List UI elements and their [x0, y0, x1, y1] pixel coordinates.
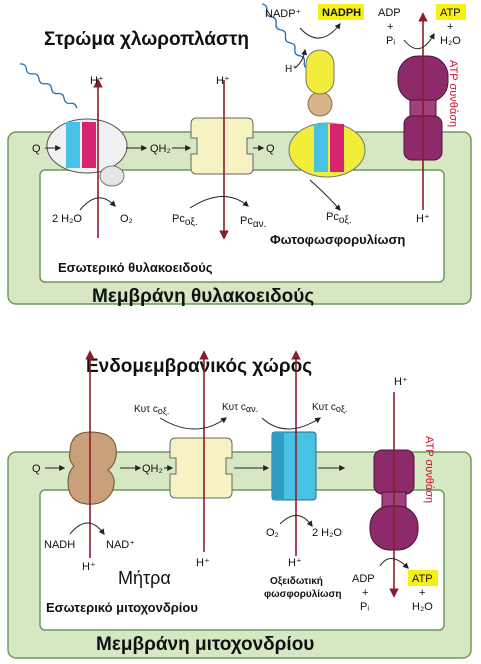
o2-label: O₂	[120, 213, 133, 225]
water-split-arrow	[79, 197, 116, 211]
h-plus-top-small: H⁺	[285, 64, 298, 75]
adp-atp-arrow	[403, 32, 435, 50]
pc-arrow-2	[309, 179, 341, 211]
intermembrane-title: Ενδομεμβρανικός χώρος	[86, 356, 312, 377]
cyt-c-ox-1: Κυτ cοξ.	[134, 404, 169, 416]
mito-adp: ADP	[352, 573, 375, 585]
cyt-arrow-1	[159, 417, 227, 430]
nadp-plus-label: NADP⁺	[265, 8, 302, 20]
q-right: Q	[266, 143, 275, 155]
qh2-label: QH₂	[150, 143, 171, 155]
mito-h2o: H₂O	[412, 601, 433, 613]
mito-atp-arrow	[379, 558, 409, 569]
complex-iv-shade	[272, 432, 284, 500]
thylakoid-membrane-label: Μεμβράνη θυλακοειδούς	[92, 286, 314, 307]
mito-plus-2: +	[419, 587, 425, 599]
complex-i	[67, 431, 117, 505]
complex-iii	[169, 437, 233, 499]
nad-plus-label: NAD⁺	[106, 539, 135, 551]
photosystem-ii-cyan-band	[66, 122, 80, 168]
nadh-label: NADH	[44, 539, 75, 551]
chloroplast-panel: Στρώμα χλωροπλάστη NADP⁺ NADPH H⁺ ADP + …	[7, 3, 472, 307]
nadp-arrow	[299, 23, 341, 39]
h-plus-mid: H⁺	[216, 75, 230, 87]
atp-synthase-label-top: ATP συνθάση	[447, 60, 459, 127]
plus-2: +	[447, 21, 453, 33]
atp-label: ATP	[440, 7, 461, 19]
atp-highlight	[436, 4, 466, 20]
matrix-label: Μήτρα	[118, 568, 171, 588]
cyt-c-ox-2: Κυτ cοξ.	[312, 402, 347, 414]
cytochrome-b6f	[190, 117, 254, 175]
h-plus-top-right: H⁺	[394, 376, 408, 388]
chloroplast-title: Στρώμα χλωροπλάστη	[44, 29, 249, 50]
fnr-enzyme	[305, 49, 335, 95]
mito-atp-highlight	[408, 570, 438, 586]
mito-qh2: QH₂	[142, 463, 163, 475]
pc-red: Pcαν.	[240, 215, 266, 230]
nadph-label: NADPH	[322, 7, 361, 19]
pc-ox-2: Pcοξ.	[326, 211, 352, 226]
mito-h-plus-b: H⁺	[196, 557, 210, 569]
pi-label: Pᵢ	[386, 35, 395, 47]
photophosphorylation-label: Φωτοφωσφορυλίωση	[270, 232, 405, 247]
mitochondrial-interior	[39, 489, 445, 631]
plus-1: +	[387, 21, 393, 33]
light-wave-2	[261, 3, 310, 70]
mito-h-plus-c: H⁺	[288, 557, 302, 569]
pc-ox-1: Pcοξ.	[172, 213, 198, 228]
mito-atp: ATP	[412, 573, 433, 585]
photosystem-ii-red-band	[82, 122, 96, 168]
mito-water: 2 H₂O	[312, 527, 342, 539]
water-label: 2 H₂O	[52, 213, 82, 225]
ferredoxin	[307, 91, 333, 117]
nadph-highlight	[318, 4, 364, 20]
pc-arrow-1	[189, 196, 249, 209]
mito-h-plus-a: H⁺	[82, 561, 96, 573]
h-arrow-to-nadp	[294, 48, 308, 69]
oxphos-label-1: Οξειδωτική	[270, 576, 323, 587]
atp-synthase-label-bottom: ATP συνθάση	[423, 436, 435, 503]
adp-label: ADP	[378, 7, 401, 19]
oec-cluster	[99, 165, 125, 187]
h2o-label: H₂O	[440, 35, 461, 47]
light-wave-1	[19, 63, 78, 109]
mito-plus-1: +	[362, 587, 368, 599]
h-plus-left: H⁺	[90, 75, 104, 87]
nadh-arrow	[69, 522, 105, 535]
oxphos-label-2: φωσφορυλίωση	[264, 589, 341, 600]
mito-pi: Pᵢ	[360, 601, 369, 613]
cyt-arrow-2	[261, 417, 322, 430]
mito-membrane-label: Μεμβράνη μιτοχονδρίου	[96, 634, 314, 655]
q-left: Q	[32, 143, 41, 155]
photosystem-i-red-band	[330, 124, 344, 172]
mito-o2: O₂	[266, 527, 279, 539]
mito-interior-label: Εσωτερικό μιτοχονδρίου	[46, 600, 198, 615]
o2-water-arrow	[279, 515, 313, 527]
mito-q: Q	[32, 463, 41, 475]
mitochondrion-panel: Ενδομεμβρανικός χώρος H⁺ Κυτ cοξ. Κυτ cα…	[7, 350, 472, 659]
cyt-c-red: Κυτ cαν.	[222, 402, 258, 414]
photosystem-i-cyan-band	[314, 124, 328, 172]
lumen-label: Εσωτερικό θυλακοειδούς	[58, 260, 213, 275]
h-plus-right: H⁺	[416, 213, 430, 225]
